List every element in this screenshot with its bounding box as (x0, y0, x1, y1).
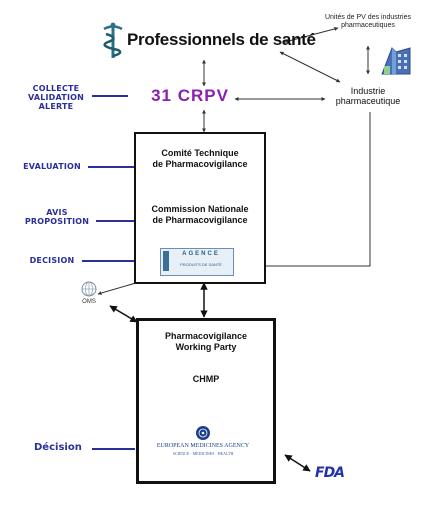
unites-pv-label: Unités de PV des industries pharmaceutiq… (300, 14, 433, 30)
who-emblem-icon (81, 281, 97, 297)
collecte-line-1: COLLECTE (32, 84, 80, 93)
agence-logo-bar (163, 251, 169, 271)
decision-label: DECISION (29, 256, 75, 265)
decision-eu-label: Décision (34, 442, 82, 453)
ema-title: EUROPEAN MEDICINES AGENCY (156, 443, 250, 449)
pwp-label: Pharmacovigilance Working Party (139, 331, 273, 353)
avis-line-1: AVIS (46, 208, 68, 217)
industry-building-icon (381, 47, 411, 75)
industrie-line-1: Industrie (350, 86, 386, 96)
pwp-line-2: Working Party (175, 342, 237, 352)
avis-line-2: PROPOSITION (24, 217, 90, 226)
oms-label: OMS (82, 299, 96, 305)
ema-logo-icon (196, 426, 210, 440)
national-box: Comité Technique de Pharmacovigilance Co… (134, 132, 266, 284)
arrow-oms-pwp (109, 305, 138, 323)
industrie-line-2: pharmaceutique (335, 96, 401, 106)
crpv-label: 31 CRPV (151, 86, 229, 105)
commission-line-2: de Pharmacovigilance (152, 215, 248, 225)
unites-line-1: Unités de PV des industries (325, 14, 411, 21)
agence-logo-icon: AGENCE PRODUITS DE SANTÉ (160, 248, 234, 276)
commission-label: Commission Nationale de Pharmacovigilanc… (136, 204, 264, 226)
ema-subtitle: SCIENCE · MEDICINES · HEALTH (172, 451, 234, 456)
pwp-line-1: Pharmacovigilance (164, 331, 248, 341)
arrow-ema-fda (284, 454, 311, 472)
arrow-pro-industrie (279, 51, 341, 83)
professionnels-label: Professionnels de santé (127, 30, 316, 49)
collecte-line-3: ALERTE (38, 102, 74, 111)
arrow-pro-unites (284, 26, 339, 44)
agence-logo-title: AGENCE (182, 251, 220, 257)
arrow-industrie-agence (251, 112, 371, 268)
comite-line-2: de Pharmacovigilance (152, 159, 248, 169)
collecte-label: COLLECTE VALIDATION ALERTE (22, 84, 90, 111)
collecte-line-2: VALIDATION (27, 93, 85, 102)
chmp-label: CHMP (192, 374, 220, 384)
avis-label: AVIS PROPOSITION (20, 208, 94, 226)
caduceus-icon (103, 22, 123, 58)
comite-label: Comité Technique de Pharmacovigilance (136, 148, 264, 170)
comite-line-1: Comité Technique (161, 148, 239, 158)
fda-logo-icon: FDA (315, 465, 345, 481)
agence-logo-subtitle: PRODUITS DE SANTÉ (180, 262, 222, 267)
unites-line-2: pharmaceutiques (341, 22, 395, 29)
commission-line-1: Commission Nationale (151, 204, 249, 214)
european-box: Pharmacovigilance Working Party CHMP EUR… (136, 318, 276, 484)
industrie-label: Industrie pharmaceutique (320, 86, 416, 106)
evaluation-label: EVALUATION (23, 162, 81, 171)
